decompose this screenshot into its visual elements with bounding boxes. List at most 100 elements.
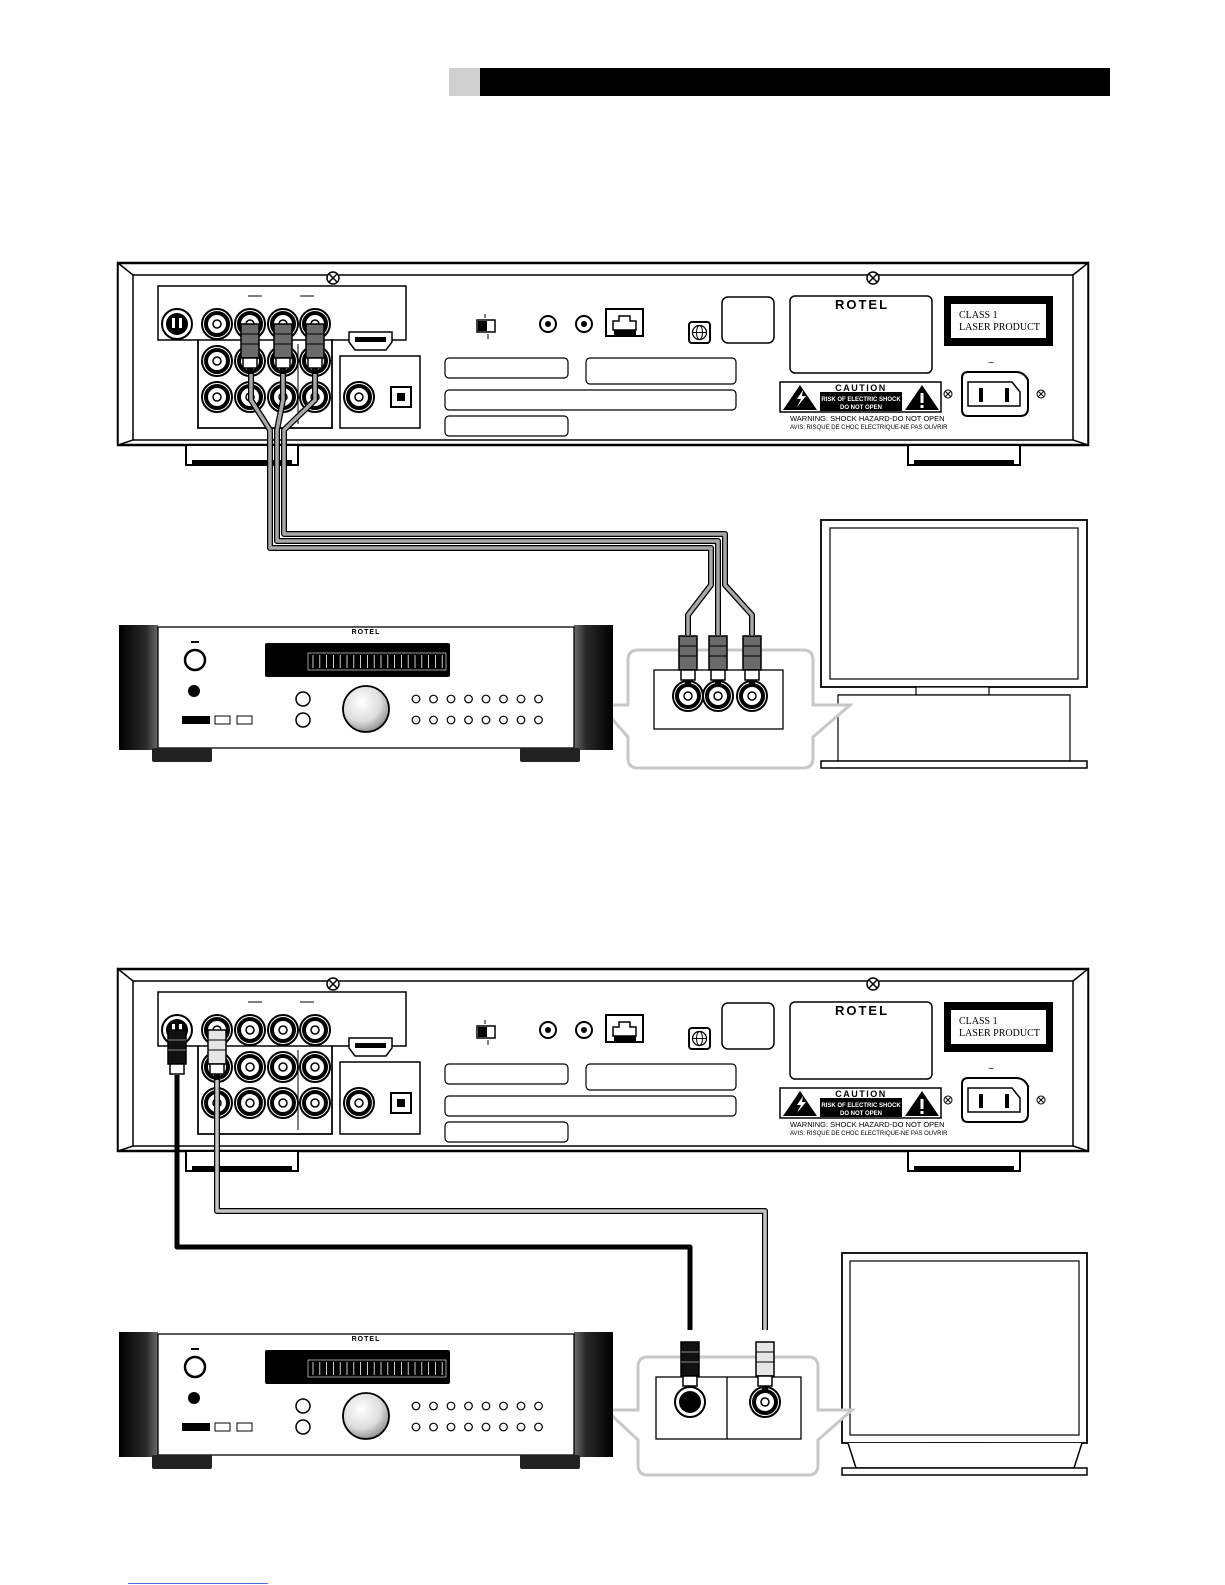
section-header-bar: [449, 68, 1110, 96]
audio-jack: [233, 1050, 267, 1084]
standby-indicator: [188, 685, 200, 697]
composite-plug: [207, 1029, 227, 1081]
front-panel-button: [411, 715, 421, 725]
volume-knob: [342, 685, 390, 733]
power-button: [183, 648, 207, 672]
caution-risk-line1: RISK OF ELECTRIC SHOCK: [821, 397, 901, 403]
warning-text: WARNING: SHOCK HAZARD-DO NOT OPEN: [790, 414, 945, 423]
s-video-plug: [167, 1029, 187, 1075]
front-panel-button: [481, 715, 491, 725]
caution-title: CAUTION: [835, 1089, 887, 1099]
tv-s-video-jack: [674, 1386, 706, 1418]
laser-label-line2: LASER PRODUCT: [959, 322, 1040, 333]
front-panel-button: [499, 1401, 508, 1411]
display-segments: [307, 652, 447, 671]
front-panel-button: [446, 715, 456, 725]
front-panel-button: [446, 1422, 456, 1432]
spec-label: [444, 389, 737, 411]
front-panel-button: [516, 715, 526, 725]
caution-risk-line2: DO NOT OPEN: [840, 1111, 882, 1117]
power-inlet: [961, 1077, 1029, 1123]
ac-symbol: ~: [988, 1064, 994, 1075]
audio-jack: [266, 1050, 300, 1084]
screw-icon: [943, 389, 953, 399]
cable-plug: [742, 635, 762, 687]
s-video-connection-diagram: ROTEL CLASS 1 LASER PRODUCT CAUTION RISK…: [116, 967, 1090, 1477]
screw-icon: [943, 1095, 953, 1105]
receiver-brand-label: ROTEL: [352, 629, 381, 636]
screw-icon: [866, 271, 880, 285]
composite-jack: [200, 307, 234, 341]
blank-plate: [721, 1002, 775, 1050]
rear-brand-plate: [789, 295, 933, 374]
front-panel-button: [464, 1422, 473, 1432]
rear-brand-label: ROTEL: [835, 1003, 889, 1018]
audio-jack: [200, 380, 234, 414]
flat-panel-display: [841, 1252, 1088, 1476]
front-panel-button: [481, 1401, 491, 1411]
front-panel-button: [411, 694, 421, 704]
caution-label: CAUTION RISK OF ELECTRIC SHOCK DO NOT OP…: [779, 381, 942, 413]
laser-label-line1: CLASS 1: [959, 310, 998, 321]
front-panel-button: [516, 1401, 526, 1411]
spec-label: [585, 1063, 737, 1091]
rs232-port: [605, 1014, 644, 1043]
s-video-jack: [161, 308, 193, 340]
spec-label: [585, 357, 737, 385]
cable-plug: [678, 635, 698, 687]
standby-indicator: [188, 1392, 200, 1404]
header-tab: [449, 68, 480, 96]
header-black-band: [480, 68, 1110, 96]
spec-label: [444, 1063, 569, 1085]
television: [820, 519, 1088, 769]
audio-jack: [233, 1086, 267, 1120]
front-panel-button: [411, 1401, 421, 1411]
front-panel-button: [481, 694, 491, 704]
component-pb-jack: [266, 1013, 300, 1047]
blank-plate: [721, 296, 775, 344]
front-panel-button: [534, 715, 543, 725]
power-inlet: [961, 371, 1029, 417]
screw-icon: [326, 977, 340, 991]
caution-risk-line1: RISK OF ELECTRIC SHOCK: [821, 1103, 901, 1109]
front-panel-button: [464, 1401, 473, 1411]
screw-icon: [1036, 389, 1046, 399]
spec-label: [444, 415, 569, 437]
front-panel-button: [499, 715, 508, 725]
front-panel-button: [534, 694, 543, 704]
power-button: [183, 1355, 207, 1379]
receiver-front-panel: ROTEL: [119, 625, 613, 762]
receiver-brand-label: ROTEL: [352, 1336, 381, 1343]
caution-title: CAUTION: [835, 383, 887, 393]
slide-switch: [476, 1020, 496, 1045]
volume-knob: [342, 1392, 390, 1440]
caution-label: CAUTION RISK OF ELECTRIC SHOCK DO NOT OP…: [779, 1087, 942, 1119]
front-panel-button: [464, 694, 473, 704]
rear-brand-plate: [789, 1001, 933, 1080]
footer-link-rule: [128, 1583, 268, 1584]
composite-video-cable: [214, 1075, 768, 1330]
tv-input-callout: [602, 1341, 856, 1477]
slide-switch: [476, 314, 496, 339]
ac-symbol: ~: [988, 358, 994, 369]
audio-jack: [266, 1086, 300, 1120]
component-video-connection-diagram: ROTEL CLASS 1 LASER PRODUCT CAUTION: [116, 261, 1090, 770]
cable-plug: [305, 323, 325, 375]
front-panel-button: [499, 694, 508, 704]
front-panel-button: [429, 1401, 438, 1411]
coaxial-digital-jack: [342, 1086, 376, 1120]
screw-icon: [1036, 1095, 1046, 1105]
receiver-front-panel: ROTEL: [119, 1332, 613, 1469]
front-panel-button: [411, 1422, 421, 1432]
screw-icon: [326, 271, 340, 285]
laser-label-line1: CLASS 1: [959, 1016, 998, 1027]
front-panel-button: [429, 715, 438, 725]
front-panel-button: [499, 1422, 508, 1432]
rs232-port: [605, 308, 644, 337]
audio-jack: [298, 1086, 332, 1120]
front-panel-button: [429, 1422, 438, 1432]
cable-plug: [273, 323, 293, 375]
spec-label: [444, 1095, 737, 1117]
